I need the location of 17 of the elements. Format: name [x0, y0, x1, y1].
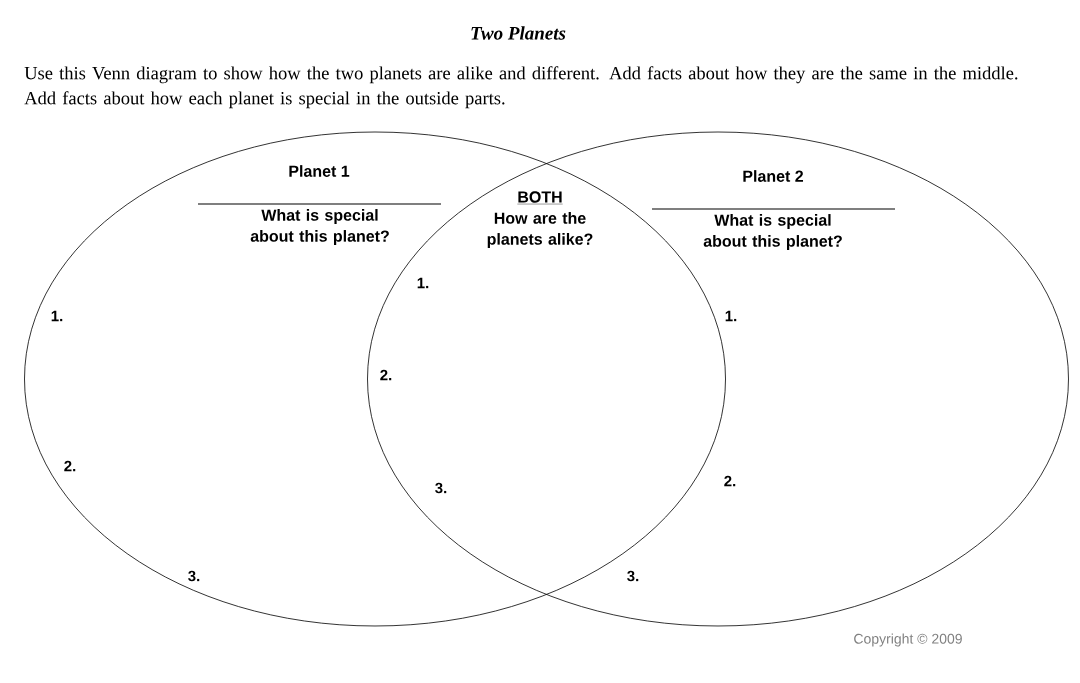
list-number: 3.: [435, 482, 447, 494]
heading: Planet 1: [289, 165, 350, 177]
title: Two Planets: [471, 26, 566, 40]
list-number: 1.: [417, 277, 429, 289]
heading: BOTH: [517, 191, 563, 205]
list-number: 3.: [188, 570, 200, 582]
question: How are the planets alike?: [487, 212, 593, 248]
list-number: 2.: [64, 460, 76, 472]
question: What is special about this planet?: [250, 209, 389, 245]
heading: Planet 2: [743, 170, 803, 182]
list-number: 2.: [380, 369, 392, 381]
list-number: 2.: [724, 475, 736, 487]
question: What is special about this planet?: [703, 214, 842, 250]
instructions: Use this Venn diagram to show how the two planets are alike and different. Add facts about how they are the same in the middle. Add facts about how each planet is special in the outside parts.: [24, 66, 1018, 109]
list-number: 1.: [51, 310, 63, 322]
list-number: 3.: [627, 570, 639, 582]
list-number: 1.: [725, 310, 737, 322]
